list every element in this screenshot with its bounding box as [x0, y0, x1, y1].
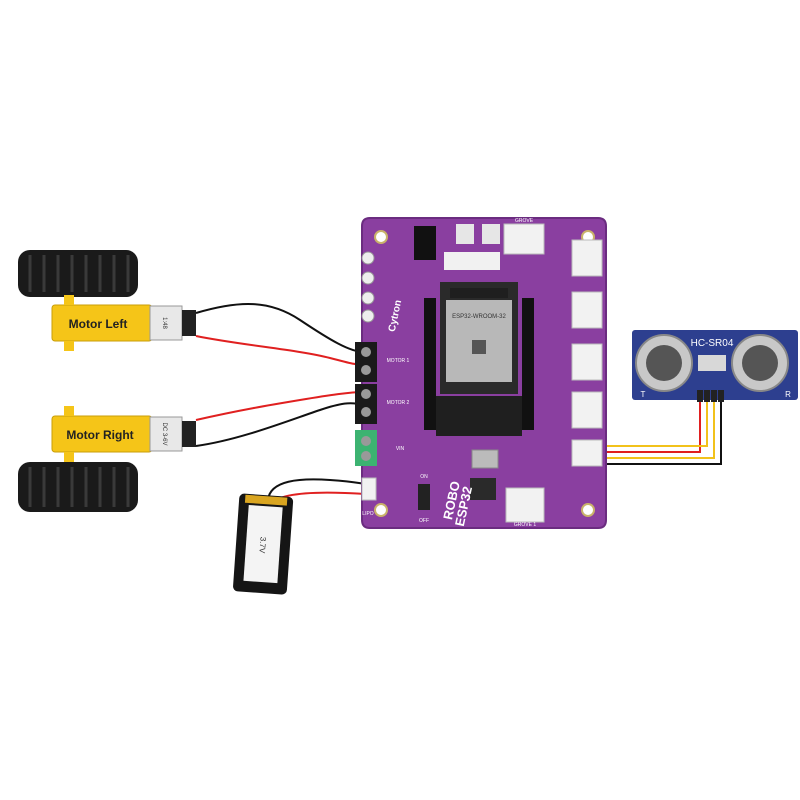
- battery-label: 3.7V: [257, 537, 267, 555]
- grove-bottom-label: GROVE 1: [514, 522, 536, 528]
- sensor-model: HC-SR04: [691, 338, 734, 349]
- grove-top-connector: [503, 223, 545, 255]
- esp32-module-label: ESP32-WROOM-32: [452, 314, 506, 320]
- motor-left: Motor Left 1:48: [51, 295, 196, 351]
- wheel-left-top: [18, 250, 138, 297]
- wheel-left-bottom: [18, 462, 138, 512]
- motor-right-gear-text: DC 3-6V: [161, 422, 167, 445]
- motor-left-red-wire: [195, 335, 365, 366]
- sensor-t-mark: T: [641, 390, 646, 399]
- header-pins-right: [522, 298, 534, 430]
- header-pins-left: [424, 298, 436, 430]
- lipo-battery: 3.7V: [233, 493, 294, 595]
- on-label: ON: [420, 474, 428, 480]
- motor-right-red-wire: [195, 391, 365, 421]
- robo-esp32-board: ESP32-WROOM-32 GROVE: [355, 217, 607, 529]
- motor-right-black-wire: [195, 402, 365, 447]
- motor-right-label: Motor Right: [66, 428, 133, 442]
- motor-right: Motor Right DC 3-6V: [51, 406, 196, 462]
- motor-left-label: Motor Left: [69, 317, 128, 331]
- power-switch: [418, 484, 430, 510]
- sensor-r-mark: R: [785, 390, 791, 399]
- vin-label: VIN: [396, 446, 405, 452]
- status-leds: [444, 252, 500, 270]
- motor-left-gear-text: 1:48: [161, 317, 167, 329]
- motor-terminals: [355, 342, 377, 466]
- sensor-trig-wire: [568, 402, 708, 447]
- hc-sr04-sensor: HC-SR04 T R: [632, 330, 798, 402]
- sensor-gnd-wire: [568, 402, 722, 465]
- motor-left-black-wire: [195, 302, 365, 353]
- battery-connector: [361, 477, 377, 501]
- usb-port: [471, 449, 499, 469]
- lipo-label: LIPO: [362, 511, 374, 517]
- motor1-label: MOTOR 1: [387, 358, 410, 364]
- grove-top-label: GROVE: [515, 218, 534, 224]
- left-components: [361, 251, 375, 323]
- grove-bottom-connector: [505, 487, 545, 523]
- sensor-pins: [697, 390, 724, 402]
- off-label: OFF: [419, 518, 429, 524]
- motor2-label: MOTOR 2: [387, 400, 410, 406]
- sensor-echo-wire: [568, 402, 715, 459]
- grove-right-connectors: [571, 239, 603, 467]
